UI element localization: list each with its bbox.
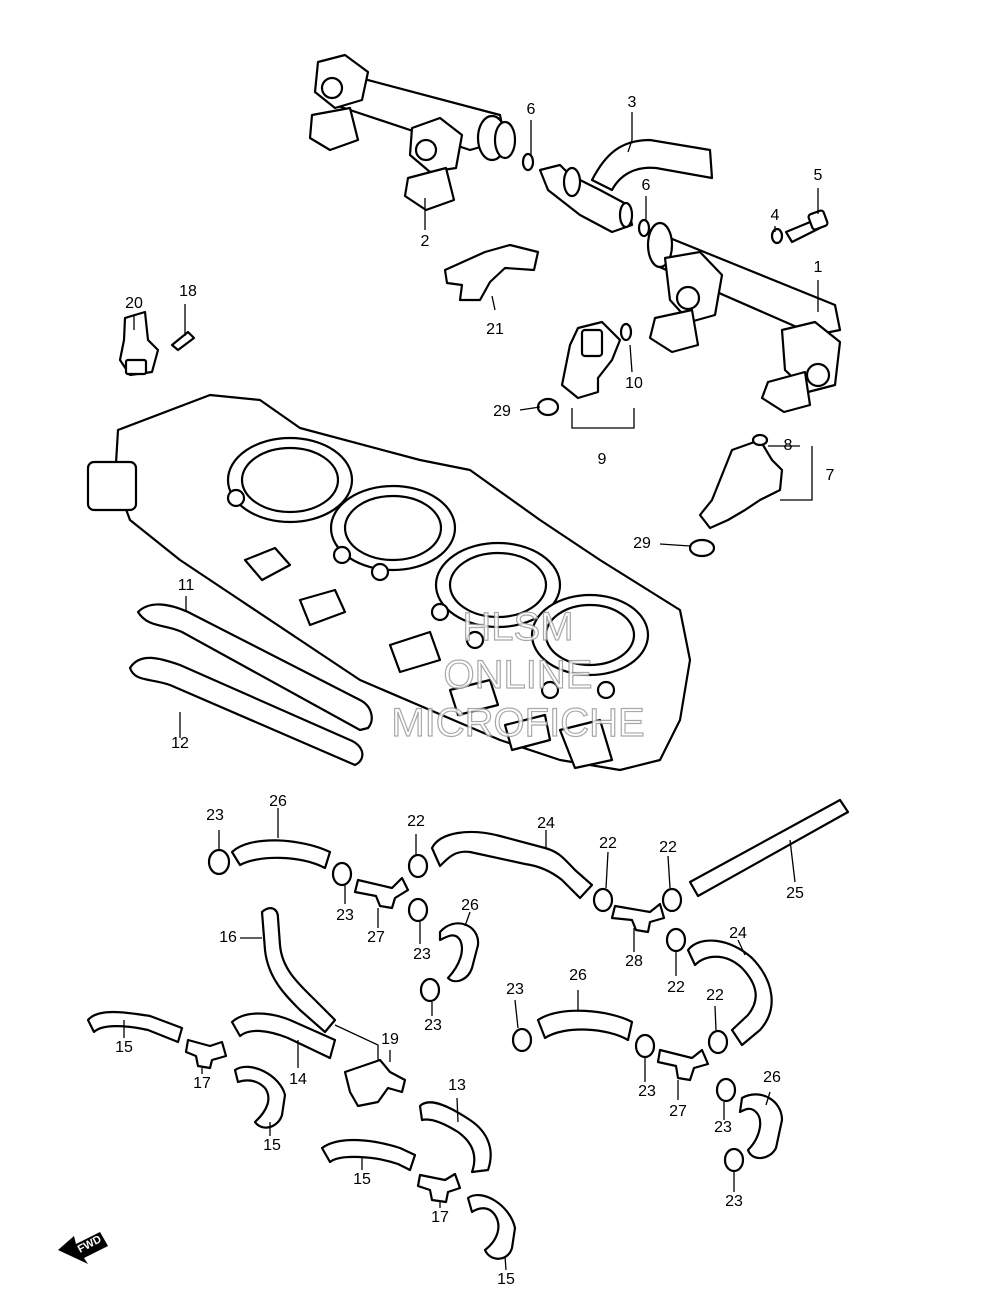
callout-19: 19 (381, 1031, 399, 1048)
callout-23d: 23 (424, 1017, 442, 1034)
fuel-delivery-hose[interactable] (590, 138, 714, 192)
long-hose-11[interactable] (136, 603, 373, 732)
callout-8: 8 (784, 437, 793, 454)
o-ring[interactable] (521, 152, 535, 172)
sensor-screw[interactable] (170, 330, 196, 352)
callout-5: 5 (814, 167, 823, 184)
callout-21: 21 (486, 321, 504, 338)
callout-23g: 23 (714, 1119, 732, 1136)
hose-15-c[interactable] (320, 1138, 417, 1172)
callout-9: 9 (598, 451, 607, 468)
hose-26-d[interactable] (738, 1093, 784, 1160)
callout-6a: 6 (527, 101, 536, 118)
callout-17b: 17 (431, 1209, 449, 1226)
hose-13[interactable] (418, 1101, 492, 1174)
callout-2: 2 (421, 233, 430, 250)
callout-7: 7 (826, 467, 835, 484)
callout-23f: 23 (638, 1083, 656, 1100)
pressure-sensor[interactable] (118, 310, 160, 377)
joint-17-a[interactable] (184, 1038, 228, 1070)
hose-15-b[interactable] (233, 1065, 287, 1129)
t-joint-27-b[interactable] (656, 1048, 710, 1082)
callout-27b: 27 (669, 1103, 687, 1120)
callout-11: 11 (178, 577, 195, 594)
callout-4: 4 (771, 207, 780, 224)
fuel-injector-upper[interactable] (560, 320, 633, 400)
hose-16[interactable] (260, 907, 337, 1034)
fuel-joint-pipe[interactable] (538, 163, 634, 234)
callout-15d: 15 (497, 1271, 515, 1288)
rail-clamp[interactable] (443, 243, 540, 302)
callout-18: 18 (179, 283, 197, 300)
throttle-body[interactable] (86, 393, 692, 772)
callout-27a: 27 (367, 929, 385, 946)
hose-15-d[interactable] (466, 1194, 517, 1260)
callout-26a: 26 (269, 793, 287, 810)
callout-23b: 23 (336, 907, 354, 924)
lower-fuel-rail[interactable] (646, 221, 842, 414)
injector-cushion[interactable] (536, 397, 560, 417)
hose-26-c[interactable] (536, 1009, 634, 1042)
hose-26-b[interactable] (438, 922, 480, 983)
callout-14: 14 (289, 1071, 307, 1088)
bolt[interactable] (784, 209, 829, 244)
upper-fuel-rail[interactable] (308, 53, 517, 212)
callout-22b: 22 (599, 835, 617, 852)
o-ring[interactable] (637, 218, 651, 238)
callout-23c: 23 (413, 946, 431, 963)
callout-15c: 15 (353, 1171, 371, 1188)
hose-15-a[interactable] (86, 1010, 184, 1044)
hose-25[interactable] (688, 798, 850, 898)
callout-15a: 15 (115, 1039, 133, 1056)
hose-clamps[interactable] (207, 848, 745, 1173)
callout-24b: 24 (729, 925, 747, 942)
callout-29a: 29 (493, 403, 511, 420)
callout-22c: 22 (659, 839, 677, 856)
callout-12: 12 (171, 735, 189, 752)
callout-3: 3 (628, 94, 637, 111)
callout-23h: 23 (725, 1193, 743, 1210)
injector-cushion[interactable] (688, 538, 716, 558)
callout-26b: 26 (461, 897, 479, 914)
hose-24-b[interactable] (686, 939, 773, 1047)
callout-22d: 22 (667, 979, 685, 996)
callout-24a: 24 (537, 815, 555, 832)
callout-20: 20 (125, 295, 143, 312)
leader-lines (123, 112, 819, 1271)
callout-17a: 17 (193, 1075, 211, 1092)
hose-24-a[interactable] (430, 830, 594, 900)
joint-17-b[interactable] (416, 1172, 462, 1204)
callout-6b: 6 (642, 177, 651, 194)
callout-29b: 29 (633, 535, 651, 552)
callout-26c: 26 (569, 967, 587, 984)
hose-26-a[interactable] (230, 839, 332, 870)
t-joint-27-a[interactable] (353, 876, 410, 910)
callout-22e: 22 (706, 987, 724, 1004)
callout-numbers: 1 2 3 4 5 6 6 7 8 9 10 11 12 13 14 15 15… (115, 94, 834, 1288)
valve-19[interactable] (343, 1058, 407, 1108)
callout-28: 28 (625, 953, 643, 970)
watermark-line-2: ONLINE (444, 653, 593, 697)
callout-10: 10 (625, 375, 643, 392)
watermark-line-3: MICROFICHE (391, 701, 644, 745)
watermark: HLSM ONLINE MICROFICHE (391, 604, 646, 745)
t-joint-28[interactable] (610, 902, 666, 934)
callout-22a: 22 (407, 813, 425, 830)
callout-23e: 23 (506, 981, 524, 998)
callout-23a: 23 (206, 807, 224, 824)
long-hose-12[interactable] (128, 656, 364, 767)
fuel-injector-lower[interactable] (698, 433, 784, 530)
callout-16: 16 (219, 929, 237, 946)
hose-14[interactable] (230, 1012, 337, 1060)
callout-25: 25 (786, 885, 804, 902)
callout-1: 1 (814, 259, 823, 276)
callout-13: 13 (448, 1077, 466, 1094)
washer[interactable] (770, 227, 784, 245)
callout-15b: 15 (263, 1137, 281, 1154)
callout-26d: 26 (763, 1069, 781, 1086)
forward-direction-arrow: FWD (58, 1232, 108, 1264)
watermark-line-1: HLSM (462, 605, 573, 649)
